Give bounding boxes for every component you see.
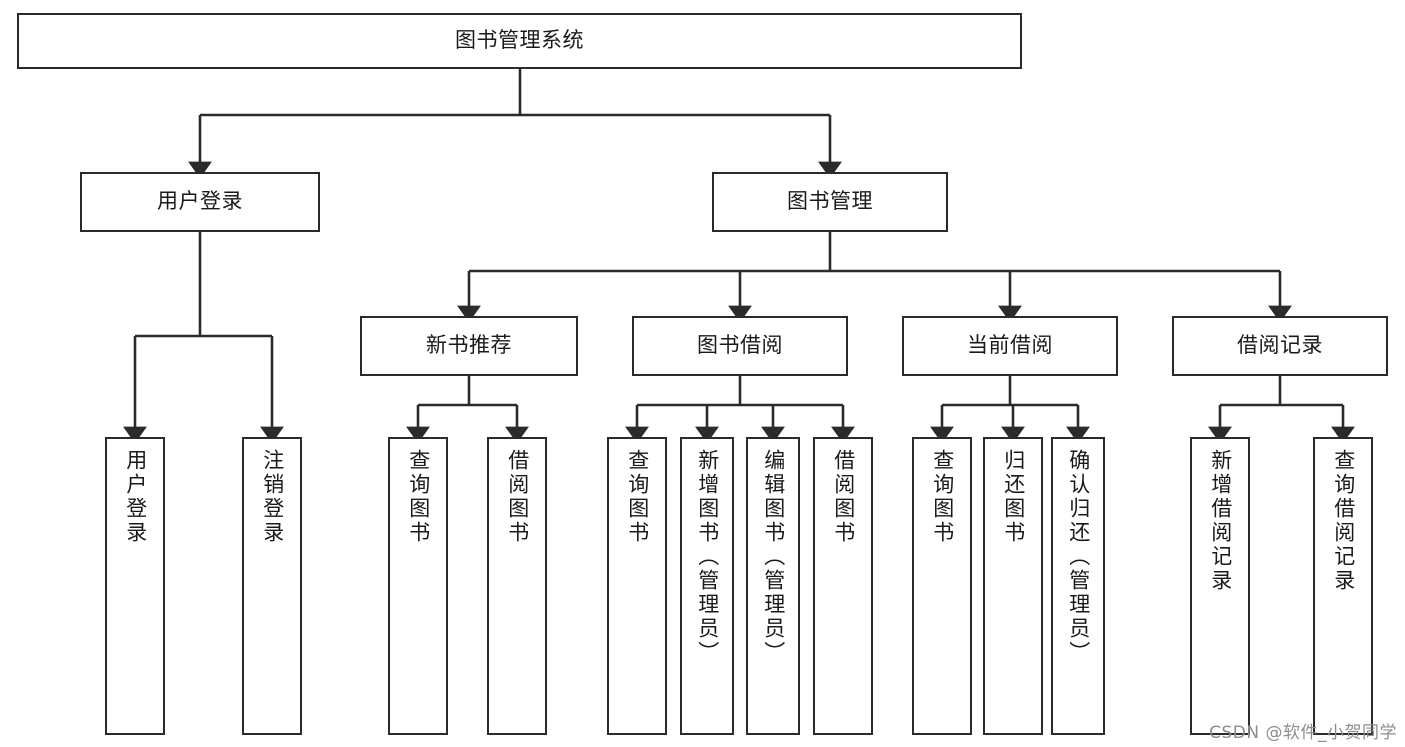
node-brw_query_book[interactable]: 查询图书	[607, 437, 667, 735]
node-book_borrow[interactable]: 图书借阅	[632, 316, 848, 376]
watermark: CSDN @软件_小贺同学	[1209, 723, 1397, 743]
node-rec_query_book[interactable]: 查询图书	[388, 437, 448, 735]
node-brw_borrow_book-label: 借阅图书	[831, 449, 856, 545]
node-new_book_rec-label: 新书推荐	[426, 333, 512, 358]
node-current_borrow-label: 当前借阅	[967, 333, 1053, 358]
node-cur_confirm_return[interactable]: 确认归还（管理员）	[1051, 437, 1105, 735]
node-cur_return_book[interactable]: 归还图书	[983, 437, 1043, 735]
node-book_manage-label: 图书管理	[787, 189, 873, 214]
node-cur_query_book-label: 查询图书	[930, 449, 955, 545]
node-user_login[interactable]: 用户登录	[80, 172, 320, 232]
node-root-label: 图书管理系统	[455, 28, 584, 53]
node-borrow_record[interactable]: 借阅记录	[1172, 316, 1388, 376]
node-book_borrow-label: 图书借阅	[697, 333, 783, 358]
node-rec_query_record[interactable]: 查询借阅记录	[1313, 437, 1373, 735]
node-brw_borrow_book[interactable]: 借阅图书	[813, 437, 873, 735]
node-user_login_do-label: 用户登录	[123, 449, 148, 545]
node-cur_return_book-label: 归还图书	[1001, 449, 1026, 545]
node-cur_query_book[interactable]: 查询图书	[912, 437, 972, 735]
node-rec_query_book-label: 查询图书	[406, 449, 431, 545]
node-cur_confirm_return-label: 确认归还（管理员）	[1066, 449, 1091, 665]
node-book_manage[interactable]: 图书管理	[712, 172, 948, 232]
node-brw_query_book-label: 查询图书	[625, 449, 650, 545]
node-current_borrow[interactable]: 当前借阅	[902, 316, 1118, 376]
node-user_logout-label: 注销登录	[260, 449, 285, 545]
node-brw_edit_book-label: 编辑图书（管理员）	[761, 449, 786, 665]
node-brw_add_book-label: 新增图书（管理员）	[695, 449, 720, 665]
node-rec_borrow_book[interactable]: 借阅图书	[487, 437, 547, 735]
node-user_login_do[interactable]: 用户登录	[105, 437, 165, 735]
node-brw_edit_book[interactable]: 编辑图书（管理员）	[746, 437, 800, 735]
node-root[interactable]: 图书管理系统	[17, 13, 1022, 69]
node-borrow_record-label: 借阅记录	[1237, 333, 1323, 358]
node-user_login-label: 用户登录	[157, 189, 243, 214]
node-rec_add_record-label: 新增借阅记录	[1208, 449, 1233, 593]
node-new_book_rec[interactable]: 新书推荐	[360, 316, 578, 376]
node-user_logout[interactable]: 注销登录	[242, 437, 302, 735]
node-rec_borrow_book-label: 借阅图书	[505, 449, 530, 545]
node-rec_query_record-label: 查询借阅记录	[1331, 449, 1356, 593]
node-rec_add_record[interactable]: 新增借阅记录	[1190, 437, 1250, 735]
node-brw_add_book[interactable]: 新增图书（管理员）	[680, 437, 734, 735]
